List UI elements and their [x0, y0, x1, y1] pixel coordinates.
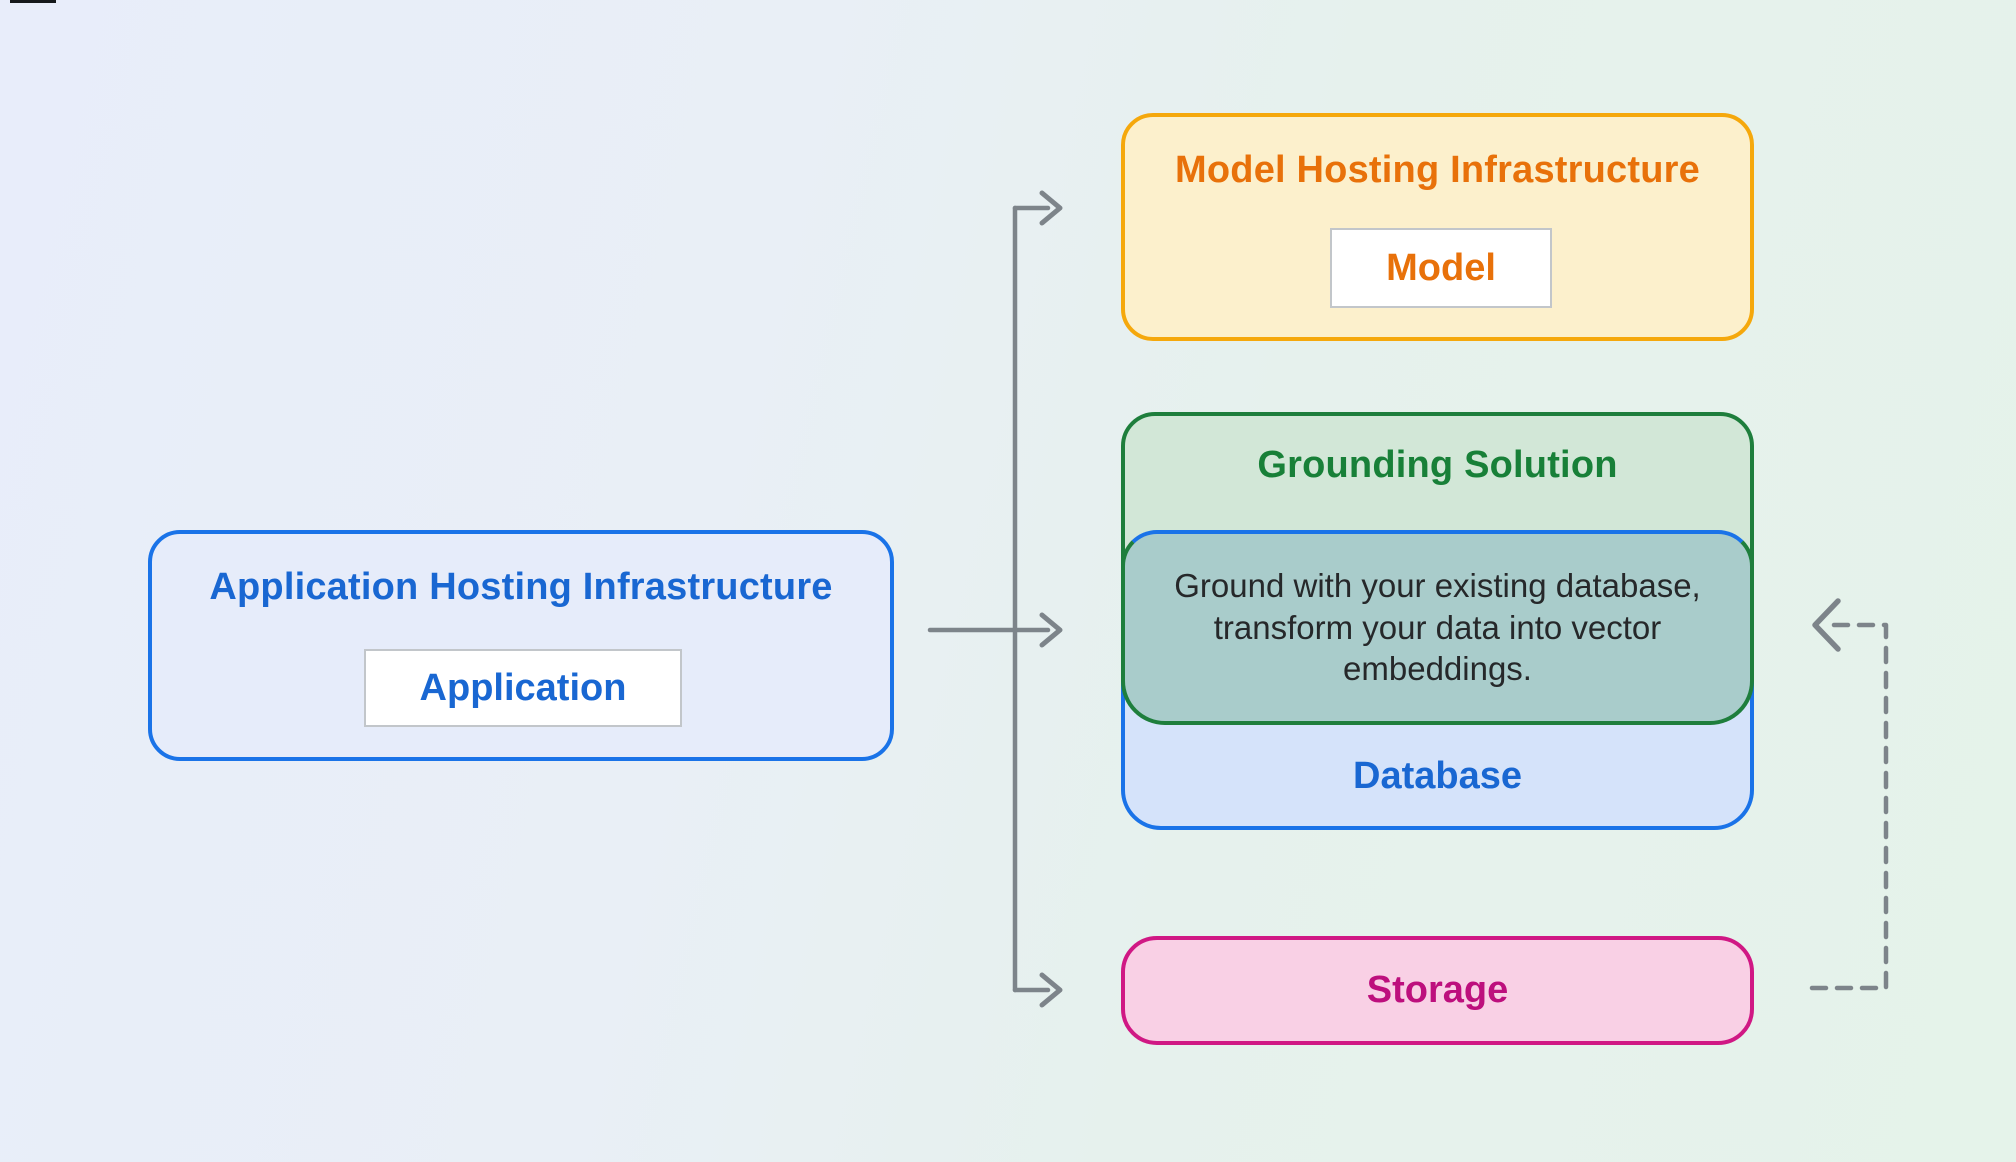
- dashed-feedback-line: [1809, 622, 1889, 991]
- application-hosting-box: Application Hosting Infrastructure Appli…: [148, 530, 894, 761]
- model-hosting-box: Model Hosting Infrastructure Model: [1121, 113, 1754, 341]
- arrowhead-to-grounding-icon: [1039, 612, 1063, 648]
- arrowhead-feedback-icon: [1812, 598, 1841, 652]
- storage-label: Storage: [1366, 969, 1509, 1011]
- arrowhead-to-model-icon: [1039, 190, 1063, 226]
- model-hosting-title: Model Hosting Infrastructure: [1175, 149, 1700, 191]
- grounding-solution-title: Grounding Solution: [1257, 444, 1618, 486]
- database-label: Database: [1353, 755, 1522, 797]
- model-chip-label: Model: [1386, 246, 1496, 289]
- application-hosting-title: Application Hosting Infrastructure: [209, 566, 833, 608]
- arrowhead-to-storage-icon: [1039, 972, 1063, 1008]
- grounding-description: Ground with your existing database, tran…: [1174, 566, 1701, 688]
- model-chip: Model: [1330, 228, 1552, 308]
- storage-box: Storage: [1121, 936, 1754, 1045]
- application-chip-label: Application: [419, 666, 627, 709]
- grounding-database-overlap: Ground with your existing database, tran…: [1121, 530, 1754, 725]
- screen-corner-artifact: [10, 0, 56, 3]
- application-chip: Application: [364, 649, 682, 727]
